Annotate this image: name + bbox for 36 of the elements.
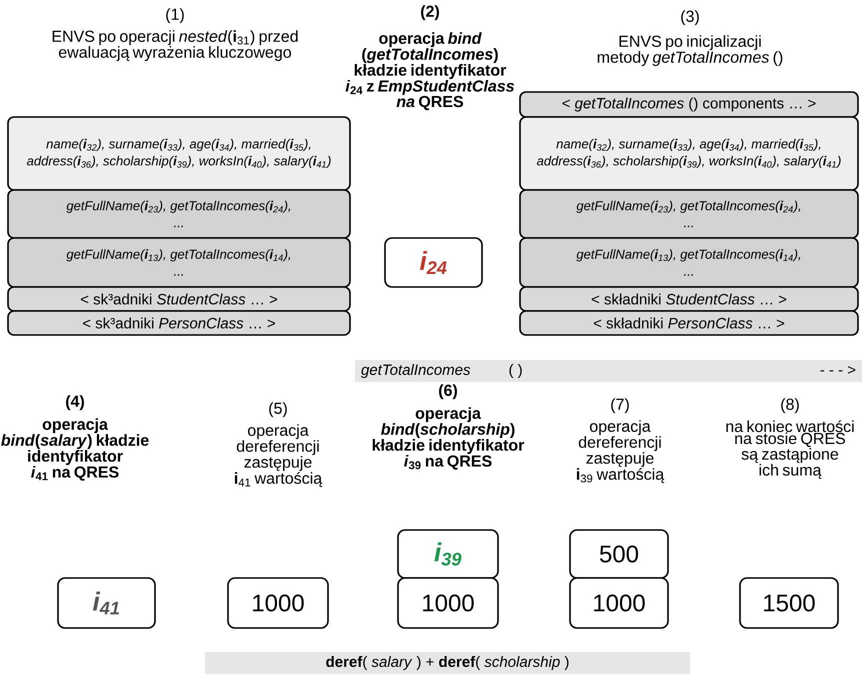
stack-section: name(i$_{32}$), surname(i$_{33}$), age(i$_{34}$), married(i$_{35}$), address(i$_{36}$), scholarship(i$_{39}$), worksIn(i$_{40}$), salary(i$_{41}$) — [519, 116, 859, 191]
step-description: operacja bind(scholarship) kładzie identyfikator i$_{39}$ na QRES — [372, 407, 524, 470]
stack-section: < sk³adniki PersonClass … > — [7, 310, 351, 336]
value-box: 1500 — [739, 577, 839, 629]
step-number: (8) — [781, 398, 799, 414]
value-box: 1000 — [397, 577, 499, 629]
step-description: ENVS po inicjalizacji metody getTotalIncomes () — [598, 35, 782, 66]
stack-section: getFullName(i$_{13}$), getTotalIncomes(i$_{14}$), ... — [7, 237, 351, 288]
value-box: 1000 — [227, 577, 329, 629]
stack-section: getFullName(i$_{13}$), getTotalIncomes(i$_{14}$), ... — [519, 237, 859, 288]
stack-section: < składniki PersonClass … > — [519, 310, 859, 336]
step-description: operacja bind(salary) kładzie identyfikator i$_{41}$ na QRES — [1, 418, 149, 481]
step-number: (4) — [66, 395, 84, 410]
step-description: ENVS po operacji nested(i$_{31}$) przed ewaluacją wyrażenia kluczowego — [52, 30, 298, 62]
stack-section: < getTotalIncomes () components … > — [519, 91, 859, 118]
stack-section: < sk³adniki StudentClass … > — [7, 286, 351, 312]
step-number: (1) — [166, 8, 184, 24]
step-description: operacja bind (getTotalIncomes) kładzie identyfikator i$_{24}$ z EmpStudentClass na QRES — [346, 32, 514, 110]
step-number: (5) — [269, 402, 287, 418]
value-box: 500 — [569, 529, 669, 579]
stack-section: < składniki StudentClass … > — [519, 286, 859, 312]
step-number: (7) — [611, 398, 629, 414]
identifier-box: i$_{41}$ — [57, 577, 156, 629]
identifier-box: i$_{39}$ — [397, 529, 499, 579]
stack-section: name(i$_{32}$), surname(i$_{33}$), age(i$_{34}$), married(i$_{35}$), address(i$_{36}$), scholarship(i$_{39}$), worksIn(i$_{40}$), salary(i$_{41}$) — [7, 116, 351, 191]
step-number: (2) — [421, 5, 439, 20]
step-description: operacja dereferencji zastępuje i$_{39}$ wartością — [576, 420, 664, 484]
expression-bar: getTotalIncomes ( ) - - - > — [355, 360, 862, 382]
stack-section: getFullName(i$_{23}$), getTotalIncomes(i$_{24}$), ... — [519, 189, 859, 239]
step-description: operacja dereferencji zastępuje i$_{41}$ wartością — [234, 424, 322, 488]
value-box: 1000 — [569, 577, 669, 629]
identifier-box: i$_{24}$ — [384, 237, 483, 288]
stack-section: getFullName(i$_{23}$), getTotalIncomes(i$_{24}$), ... — [7, 189, 351, 239]
step-description: na koniec wartości na stosie QRES są zastąpione ich sumą — [726, 420, 854, 479]
step-number: (3) — [681, 10, 699, 26]
expression-bar: deref( salary ) + deref( scholarship ) — [205, 652, 690, 674]
